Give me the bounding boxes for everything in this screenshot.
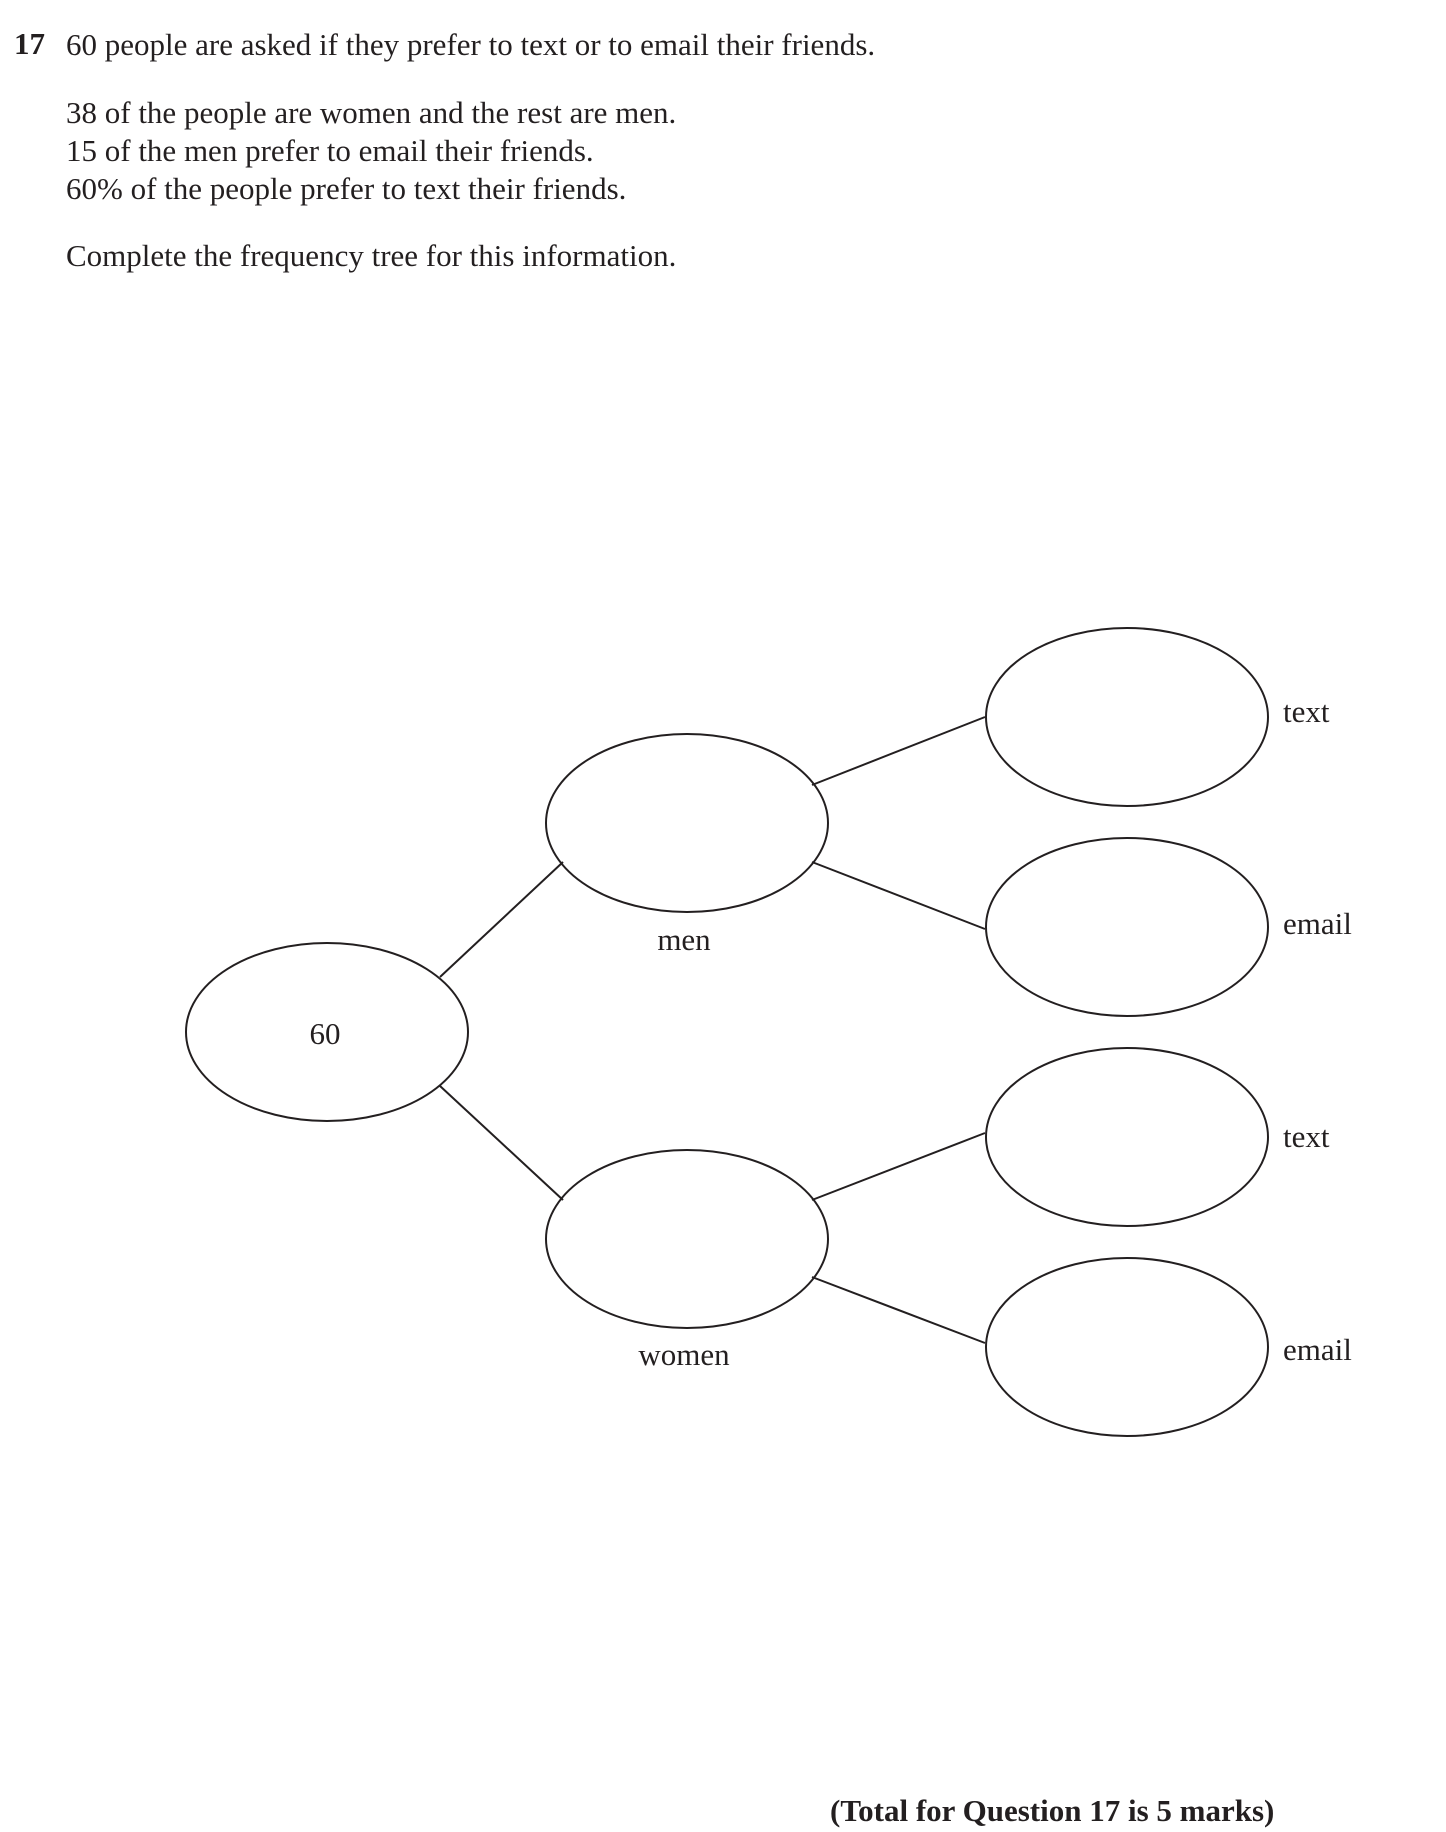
men-email-node[interactable] (985, 837, 1269, 1017)
women-node[interactable] (545, 1149, 829, 1329)
men-text-label: text (1283, 694, 1330, 729)
branch-men-email (811, 861, 986, 930)
women-text-node[interactable] (985, 1047, 1269, 1227)
root-node (185, 942, 469, 1122)
fact-text-percent: 60% of the people prefer to text their f… (66, 171, 627, 206)
branch-root-women (439, 1085, 564, 1201)
root-value: 60 (310, 1016, 341, 1051)
branch-root-men (439, 861, 564, 978)
women-label: women (638, 1337, 730, 1372)
fact-men-email: 15 of the men prefer to email their frie… (66, 133, 594, 168)
total-marks: (Total for Question 17 is 5 marks) (830, 1793, 1275, 1828)
men-email-label: email (1283, 906, 1352, 941)
women-text-label: text (1283, 1119, 1330, 1154)
question-number: 17 (14, 26, 45, 61)
question-instruction: Complete the frequency tree for this inf… (66, 238, 677, 273)
branch-men-text (811, 716, 986, 786)
men-text-node[interactable] (985, 627, 1269, 807)
fact-women-count: 38 of the people are women and the rest … (66, 95, 677, 130)
question-intro: 60 people are asked if they prefer to te… (66, 27, 876, 62)
women-email-label: email (1283, 1332, 1352, 1367)
branch-women-text (811, 1132, 986, 1201)
women-email-node[interactable] (985, 1257, 1269, 1437)
branch-women-email (811, 1276, 986, 1344)
men-node[interactable] (545, 733, 829, 913)
men-label: men (657, 922, 711, 957)
